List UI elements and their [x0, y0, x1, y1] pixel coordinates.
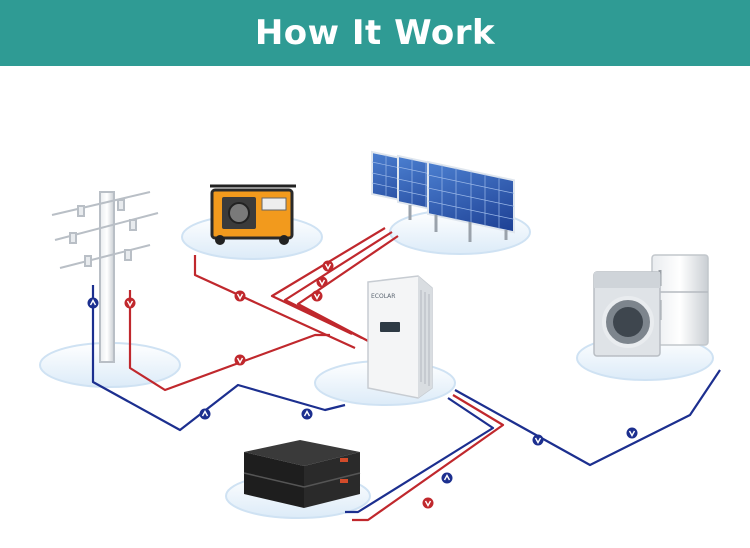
arrow-solar-1 — [322, 260, 334, 272]
dc-lines — [128, 227, 505, 522]
page-title: How It Work — [254, 13, 496, 53]
arrow-grid-blue-2 — [301, 408, 313, 420]
system-diagram: ECOLAR — [39, 150, 721, 522]
arrow-grid-blue-1 — [199, 408, 211, 420]
appliance-icon — [593, 254, 709, 357]
flow-arrows — [87, 260, 638, 509]
ac-lines — [91, 285, 721, 514]
arrow-gen — [234, 290, 246, 302]
arrow-battery-blue — [441, 472, 453, 484]
arrow-grid-down — [124, 297, 136, 309]
solar-panel-icon — [371, 150, 515, 242]
power-pole-icon — [51, 191, 159, 363]
arrow-grid-up — [87, 297, 99, 309]
arrow-solar-3 — [311, 290, 323, 302]
generator-icon — [210, 184, 296, 245]
arrow-load-1 — [532, 434, 544, 446]
inverter-icon: ECOLAR — [367, 275, 433, 399]
arrow-load-2 — [626, 427, 638, 439]
arrow-solar-2 — [316, 276, 328, 288]
header-banner: How It Work — [0, 0, 750, 66]
inverter-brand: ECOLAR — [371, 293, 395, 300]
battery-icon — [243, 440, 361, 508]
arrow-battery-red — [422, 497, 434, 509]
arrow-grid-red — [234, 354, 246, 366]
